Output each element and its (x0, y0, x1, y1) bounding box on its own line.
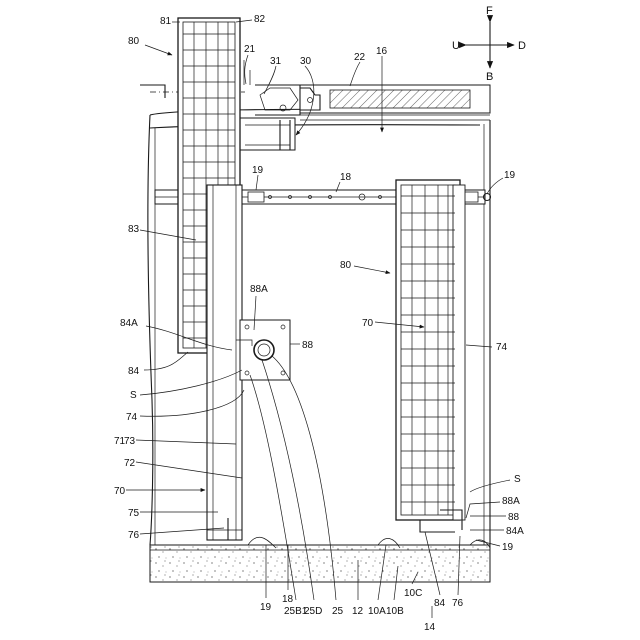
label-12: 12 (352, 606, 364, 617)
label-10c: 10C (404, 588, 422, 599)
direction-compass: F B U D (452, 5, 526, 83)
label-19-right-bottom: 19 (502, 542, 514, 553)
right-rack (396, 180, 465, 532)
label-72: 72 (124, 458, 136, 469)
label-88-left: 88 (302, 340, 314, 351)
label-s-right: S (514, 474, 521, 485)
label-14: 14 (424, 622, 436, 633)
label-76-bottom: 76 (452, 598, 464, 609)
label-16: 16 (376, 46, 388, 57)
label-74-left: 74 (126, 412, 138, 423)
label-10a: 10A (368, 606, 386, 617)
label-19-top-right: 19 (504, 170, 516, 181)
label-80-top: 80 (128, 36, 140, 47)
label-73: 73 (124, 436, 136, 447)
label-70-left: 70 (114, 486, 126, 497)
label-21: 21 (244, 44, 256, 55)
label-70-right: 70 (362, 318, 374, 329)
label-84a-right: 84A (506, 526, 524, 537)
label-74-right: 74 (496, 342, 508, 353)
label-31: 31 (270, 56, 282, 67)
label-88a-left: 88A (250, 284, 268, 295)
label-80-right: 80 (340, 260, 352, 271)
label-18-top: 18 (340, 172, 352, 183)
label-10b: 10B (386, 606, 404, 617)
compass-label-d: D (518, 40, 526, 52)
compass-label-f: F (486, 5, 493, 17)
label-25: 25 (332, 606, 344, 617)
label-81: 81 (160, 16, 172, 27)
label-25d: 25D (304, 606, 322, 617)
label-88-right: 88 (508, 512, 520, 523)
label-30: 30 (300, 56, 312, 67)
label-18-bottom: 18 (282, 594, 294, 605)
label-22: 22 (354, 52, 366, 63)
label-84-bottom: 84 (434, 598, 446, 609)
label-76-left: 76 (128, 530, 140, 541)
floor-slab (150, 537, 490, 582)
label-82: 82 (254, 14, 266, 25)
label-88a-right: 88A (502, 496, 520, 507)
left-rack-lower (207, 185, 242, 540)
compass-label-u: U (452, 40, 460, 52)
label-19-top-mid: 19 (252, 165, 264, 176)
label-75: 75 (128, 508, 140, 519)
label-s-left: S (130, 390, 137, 401)
label-19-bottom: 19 (260, 602, 272, 613)
label-83: 83 (128, 224, 140, 235)
compass-label-b: B (486, 71, 493, 83)
bracket-88 (236, 320, 290, 380)
label-84-left: 84 (128, 366, 140, 377)
top-frame-assembly (240, 60, 490, 150)
label-84a-left: 84A (120, 318, 138, 329)
